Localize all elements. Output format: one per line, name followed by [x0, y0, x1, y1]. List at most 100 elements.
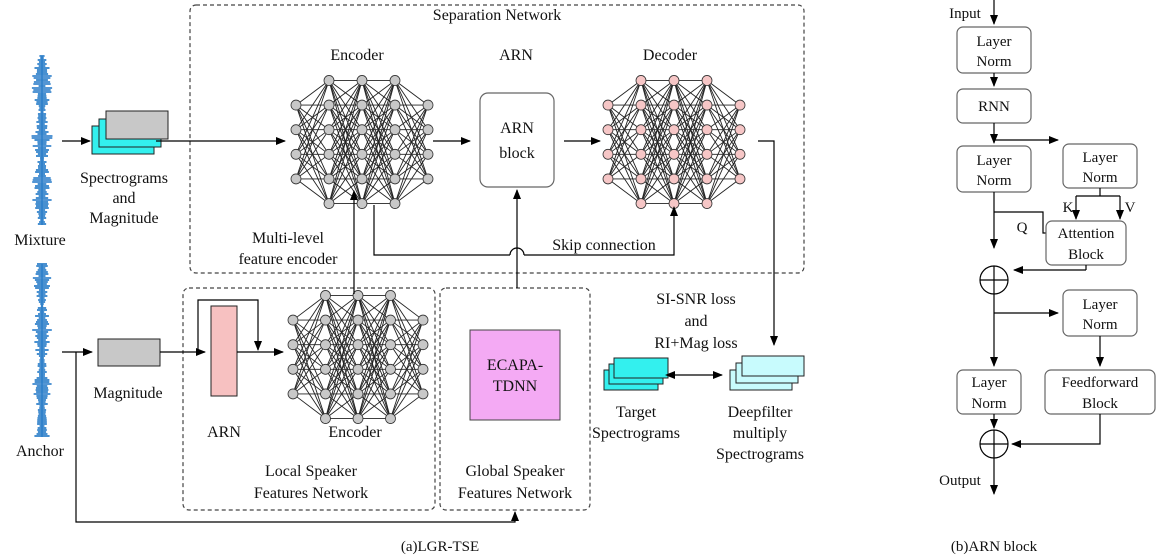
spectrograms-and-magnitude-line2: and	[112, 190, 135, 207]
network-node	[701, 148, 713, 160]
network-node	[323, 124, 335, 136]
global-speaker-network-box	[439, 287, 591, 511]
network-node	[734, 173, 746, 185]
arn-block-box	[479, 92, 555, 188]
panel-b: Input Layer Norm RNN Layer Norm Layer No…	[939, 0, 1156, 555]
layer-norm-2-line1: Layer	[977, 153, 1012, 169]
attention-label-line1: Attention	[1058, 226, 1115, 242]
network-node	[734, 124, 746, 136]
network-node	[668, 99, 680, 111]
local-encoder-label: Encoder	[328, 424, 382, 441]
network-node	[389, 99, 401, 111]
add-2-icon	[979, 429, 1009, 459]
network-node	[668, 148, 680, 160]
network-node	[320, 290, 331, 301]
network-node	[320, 388, 331, 400]
network-node	[635, 148, 647, 160]
spectrograms-and-magnitude-line1: Spectrograms	[80, 170, 168, 187]
input-label: Input	[949, 6, 981, 22]
network-node	[701, 99, 713, 111]
spectrogram-stack	[91, 110, 169, 155]
anchor-waveform	[32, 263, 52, 437]
output-label: Output	[939, 473, 982, 489]
attention-label-line2: Block	[1068, 247, 1104, 263]
network-node	[602, 124, 614, 136]
network-node	[701, 124, 713, 136]
magnitude-box	[97, 338, 161, 367]
arn-block-label-line1: ARN	[500, 120, 534, 137]
arrow-decoder-to-deepfilter	[758, 140, 778, 346]
loss-label-line3: RI+Mag loss	[654, 335, 737, 352]
mixture-label: Mixture	[14, 232, 66, 249]
feedforward-label-line2: Block	[1082, 396, 1118, 412]
network-node	[352, 388, 364, 400]
deepfilter-spectrograms-stack	[729, 355, 805, 391]
network-node	[385, 363, 396, 375]
network-node	[668, 124, 680, 136]
network-node	[356, 173, 368, 185]
multi-level-label-line2: feature encoder	[238, 251, 338, 268]
local-network-label-line1: Local Speaker	[265, 463, 358, 480]
network-node	[323, 173, 335, 185]
network-node	[290, 173, 302, 185]
k-label: K	[1063, 200, 1074, 216]
deepfilter-label-line1: Deepfilter	[728, 404, 794, 421]
local-arn-label: ARN	[207, 424, 241, 441]
network-node	[356, 99, 368, 111]
network-node	[701, 198, 713, 209]
multi-level-label-line1: Multi-level	[252, 230, 325, 247]
network-node	[320, 314, 331, 326]
network-node	[385, 339, 396, 351]
loss-label-line2: and	[684, 313, 707, 330]
anchor-label: Anchor	[16, 443, 65, 460]
target-label-line1: Target	[616, 404, 657, 421]
network-node	[320, 363, 331, 375]
network-node	[389, 124, 401, 136]
network-node	[290, 124, 302, 136]
network-node	[417, 339, 429, 351]
network-node	[422, 148, 434, 160]
network-node	[385, 290, 396, 301]
local-network-label-line2: Features Network	[254, 485, 368, 502]
arrow-ff-to-add2	[1011, 414, 1101, 448]
spectrograms-and-magnitude-line3: Magnitude	[89, 210, 158, 227]
loss-label-line1: SI-SNR loss	[656, 291, 736, 308]
local-speaker-network-box	[182, 287, 436, 511]
network-node	[356, 124, 368, 136]
network-node	[635, 75, 647, 86]
q-branch	[994, 211, 1046, 234]
network-node	[734, 148, 746, 160]
network-node	[417, 388, 429, 400]
mixture-waveform	[31, 55, 53, 225]
network-node	[323, 75, 335, 86]
network-node	[287, 388, 299, 400]
layer-norm-3-line1: Layer	[1083, 150, 1118, 166]
network-node	[352, 314, 364, 326]
network-node	[389, 198, 401, 209]
network-node	[635, 198, 647, 209]
kv-branch	[1076, 188, 1120, 197]
network-node	[602, 99, 614, 111]
target-label-line2: Spectrograms	[592, 425, 680, 442]
layer-norm-1-line1: Layer	[977, 34, 1012, 50]
network-node	[356, 198, 368, 209]
network-node	[287, 363, 299, 375]
network-node	[320, 339, 331, 351]
skip-connection-line	[373, 205, 674, 256]
arn-label: ARN	[499, 47, 533, 64]
network-node	[422, 124, 434, 136]
arrow-arn-bypass	[197, 299, 262, 352]
layer-norm-5-line2: Norm	[1083, 317, 1118, 333]
network-node	[417, 314, 429, 326]
network-node	[389, 148, 401, 160]
network-node	[352, 290, 364, 301]
network-node	[352, 413, 364, 424]
network-node	[422, 173, 434, 185]
arrow-anchor-to-ecapa	[75, 352, 519, 523]
q-label: Q	[1017, 220, 1028, 236]
layer-norm-1-line2: Norm	[977, 54, 1012, 70]
deepfilter-label-line3: Spectrograms	[716, 446, 804, 463]
network-node	[287, 314, 299, 326]
decoder-network	[602, 75, 746, 209]
